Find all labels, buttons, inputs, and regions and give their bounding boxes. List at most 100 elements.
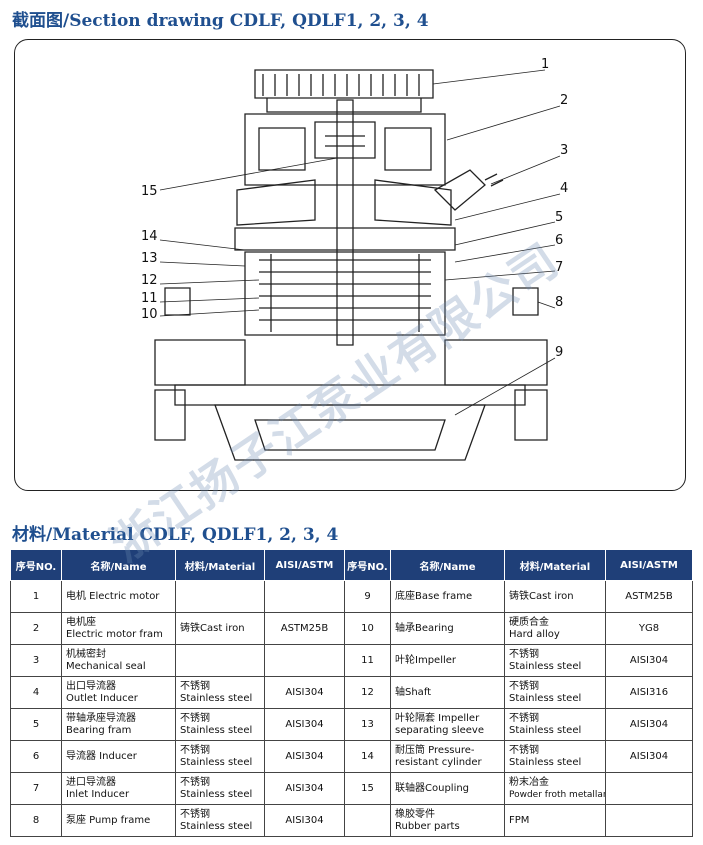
cell-aisi-2: YG8 [605, 612, 693, 645]
cell-aisi-2: ASTM25B [605, 580, 693, 613]
cell-name-line2: Inlet Inducer [66, 788, 130, 800]
callout-2: 2 [560, 93, 568, 108]
section-drawing: 1 2 3 4 5 6 7 8 9 15 14 13 12 11 10 [14, 39, 686, 491]
callout-14: 14 [141, 229, 158, 244]
cell-material-line2: Stainless steel [180, 788, 253, 800]
cell-name-2-line1: 轴承Bearing [395, 622, 454, 634]
cell-aisi [264, 580, 345, 613]
cell-name-2-line1: 橡胶零件 [395, 808, 435, 820]
cell-no-2: 15 [344, 772, 391, 805]
header-no: 序号NO. [10, 549, 62, 581]
cell-name-line1: 泵座 Pump frame [66, 814, 151, 826]
cell-name-line1: 电机 Electric motor [66, 590, 160, 602]
table-header-row: 序号NO. 名称/Name 材料/Material AISI/ASTM 序号NO… [10, 549, 693, 581]
cell-material-2-line2: Stainless steel [509, 756, 582, 768]
callout-8: 8 [555, 295, 563, 310]
material-title: 材料/Material CDLF, QDLF1, 2, 3, 4 [12, 525, 339, 545]
cell-no-2: 12 [344, 676, 391, 709]
cell-name-2: 耐压筒 Pressure-resistant cylinder [390, 740, 505, 773]
callout-11: 11 [141, 291, 158, 306]
cell-material-2: 铸铁Cast iron [504, 580, 606, 613]
cell-material: 铸铁Cast iron [175, 612, 265, 645]
header-aisi: AISI/ASTM [264, 549, 345, 581]
cell-name-2: 联轴器Coupling [390, 772, 505, 805]
cell-material-2-line1: 粉末冶金 [509, 776, 549, 788]
cell-no-2 [344, 804, 391, 837]
cell-no-2: 14 [344, 740, 391, 773]
header-material-2: 材料/Material [504, 549, 606, 581]
cell-aisi [264, 644, 345, 677]
callout-1: 1 [541, 57, 549, 72]
cell-no: 7 [10, 772, 62, 805]
cell-name-line1: 机械密封 [66, 648, 106, 660]
cell-aisi-2: AISI304 [605, 708, 693, 741]
header-aisi-2: AISI/ASTM [605, 549, 693, 581]
cell-name-2: 轴Shaft [390, 676, 505, 709]
cell-aisi: AISI304 [264, 708, 345, 741]
cell-material-line1: 不锈钢 [180, 744, 210, 756]
cell-name: 泵座 Pump frame [61, 804, 176, 837]
cell-no-2: 10 [344, 612, 391, 645]
cell-material-2-line1: FPM [509, 814, 530, 826]
cell-aisi-2 [605, 804, 693, 837]
cell-name-2-line1: 联轴器Coupling [395, 782, 470, 794]
cell-name-2: 底座Base frame [390, 580, 505, 613]
cell-material [175, 644, 265, 677]
callout-9: 9 [555, 345, 563, 360]
cell-name-2-line1: 轴Shaft [395, 686, 432, 698]
callout-15: 15 [141, 184, 158, 199]
cell-material-2-line2: Powder froth metallargy [509, 789, 605, 800]
cell-no: 5 [10, 708, 62, 741]
callout-4: 4 [560, 181, 568, 196]
callout-13: 13 [141, 251, 158, 266]
cell-material [175, 580, 265, 613]
cell-no-2: 13 [344, 708, 391, 741]
cell-material-line1: 不锈钢 [180, 808, 210, 820]
cell-aisi-2: AISI316 [605, 676, 693, 709]
cell-name-line1: 进口导流器 [66, 776, 116, 788]
cell-name-2-line2: Rubber parts [395, 820, 460, 832]
cell-name-line2: Electric motor fram [66, 628, 163, 640]
cell-aisi: AISI304 [264, 676, 345, 709]
cell-no: 8 [10, 804, 62, 837]
cell-material-2-line1: 铸铁Cast iron [509, 590, 574, 602]
header-name-2: 名称/Name [390, 549, 505, 581]
section-drawing-title: 截面图/Section drawing CDLF, QDLF1, 2, 3, 4 [12, 11, 429, 31]
cell-material-line2: Stainless steel [180, 756, 253, 768]
cell-material-2-line1: 不锈钢 [509, 680, 539, 692]
cell-aisi: AISI304 [264, 772, 345, 805]
cell-name-line1: 出口导流器 [66, 680, 116, 692]
pump-cross-section: 1 2 3 4 5 6 7 8 9 15 14 13 12 11 10 [141, 57, 568, 461]
cell-name-2-line2: separating sleeve [395, 724, 485, 736]
cell-name-2-line1: 叶轮Impeller [395, 654, 457, 666]
cell-material-2-line1: 不锈钢 [509, 744, 539, 756]
cell-no-2: 9 [344, 580, 391, 613]
cell-name-2-line1: 底座Base frame [395, 590, 473, 602]
cell-material-2-line2: Stainless steel [509, 660, 582, 672]
cell-material-2: FPM [504, 804, 606, 837]
callout-3: 3 [560, 143, 568, 158]
cell-no-2: 11 [344, 644, 391, 677]
cell-no: 1 [10, 580, 62, 613]
cell-aisi: ASTM25B [264, 612, 345, 645]
material-table: 序号NO. 名称/Name 材料/Material AISI/ASTM 序号NO… [10, 549, 693, 837]
header-name: 名称/Name [61, 549, 176, 581]
cell-name-2: 叶轮Impeller [390, 644, 505, 677]
